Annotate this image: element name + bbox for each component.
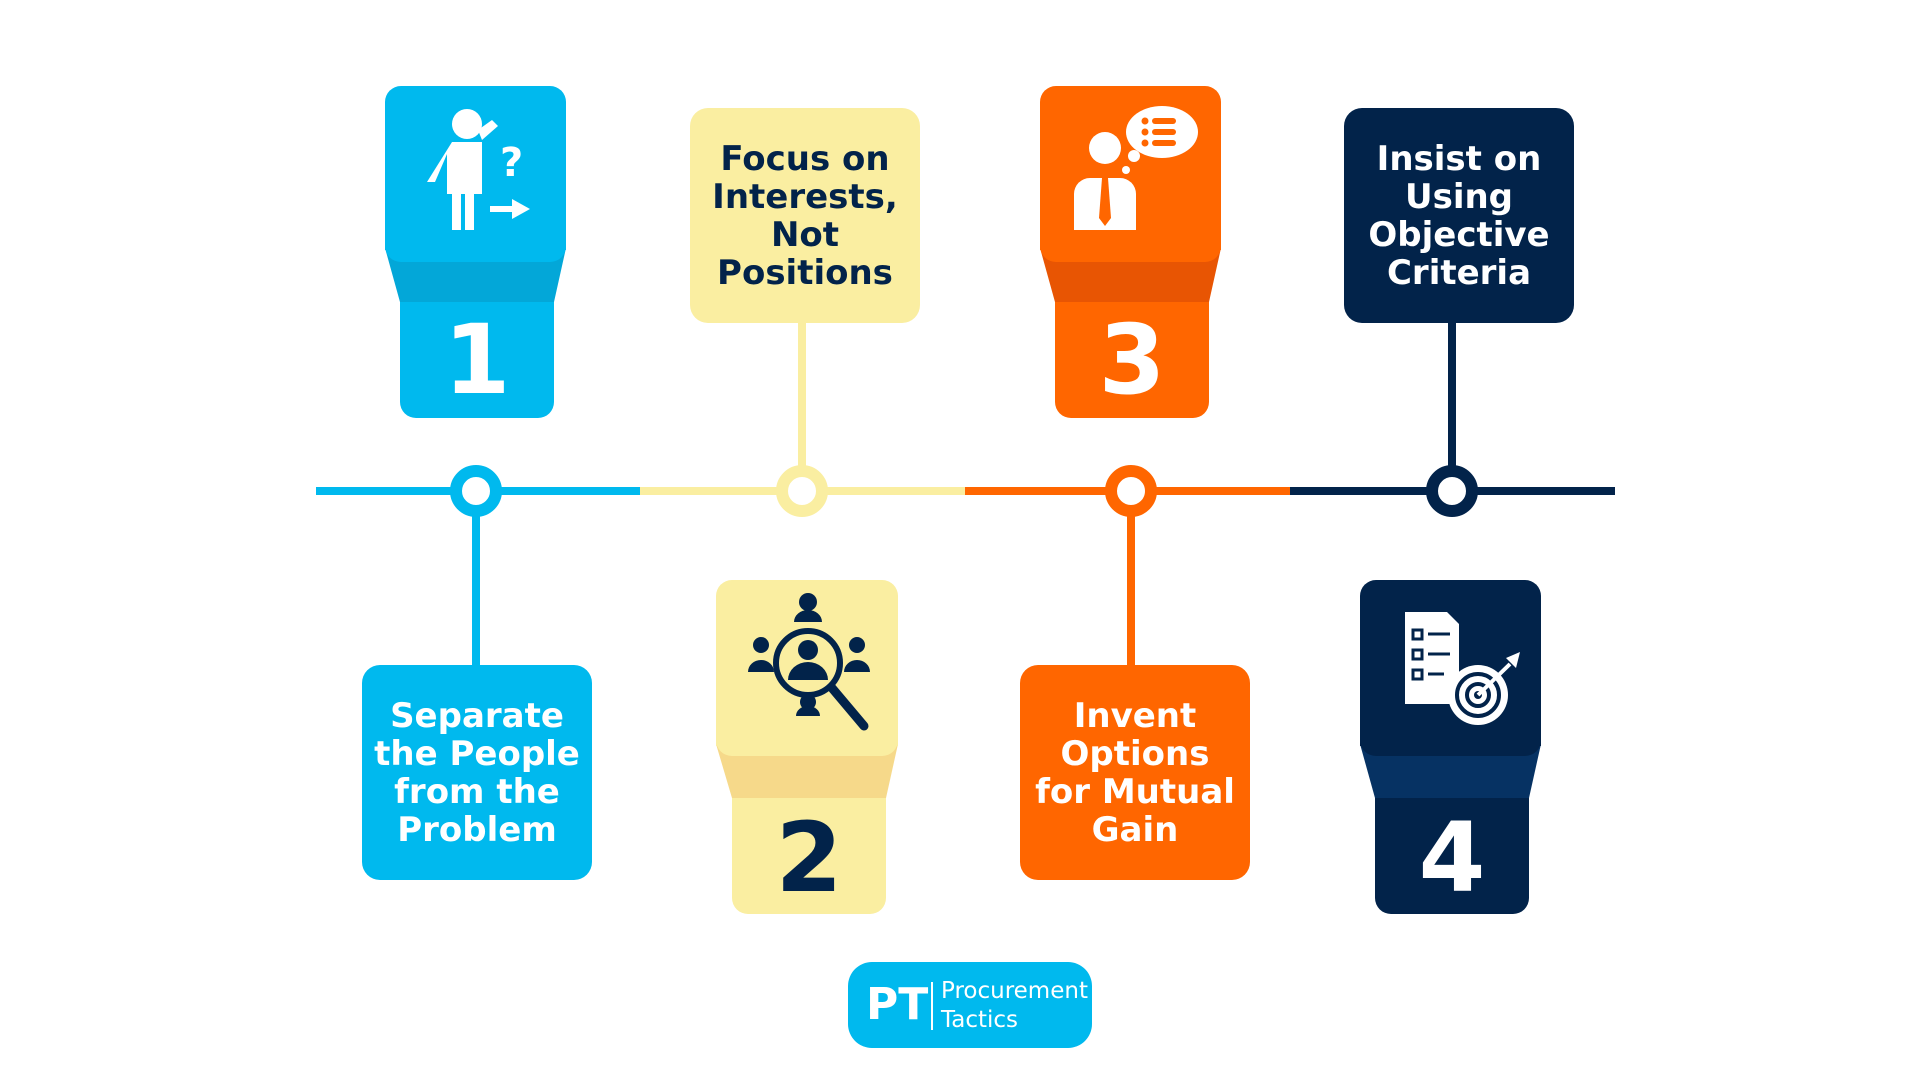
logo-divider bbox=[931, 982, 933, 1030]
step-number-3: 3 bbox=[1098, 304, 1166, 416]
procurement-tactics-logo: PT Procurement Tactics bbox=[848, 962, 1092, 1048]
step-number-2: 2 bbox=[775, 802, 843, 914]
checklist-target-icon bbox=[1405, 612, 1520, 725]
timeline-node-2 bbox=[776, 465, 828, 517]
step-label-4: Insist on Using Objective Criteria bbox=[1344, 108, 1574, 323]
timeline-node-3 bbox=[1105, 465, 1157, 517]
step-label-3: Invent Options for Mutual Gain bbox=[1020, 665, 1250, 880]
logo-initials: PT bbox=[866, 979, 929, 1030]
step-label-1: Separate the People from the Problem bbox=[362, 665, 592, 880]
step-label-2: Focus on Interests, Not Positions bbox=[690, 108, 920, 323]
timeline-node-1 bbox=[450, 465, 502, 517]
step-number-4: 4 bbox=[1418, 802, 1486, 914]
step-number-1: 1 bbox=[443, 304, 511, 416]
confused-person-icon: ? bbox=[427, 109, 530, 230]
thinking-person-icon bbox=[1074, 106, 1198, 230]
timeline-node-4 bbox=[1426, 465, 1478, 517]
step-badge-1 bbox=[385, 86, 566, 418]
people-search-icon bbox=[748, 593, 870, 731]
logo-name: Procurement Tactics bbox=[941, 978, 1088, 1033]
svg-text:?: ? bbox=[500, 140, 523, 186]
